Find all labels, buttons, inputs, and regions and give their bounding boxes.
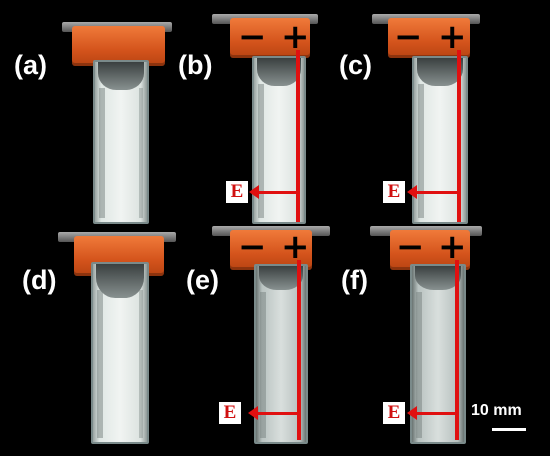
minus-sign: − — [396, 227, 425, 267]
positive-electrode — [455, 260, 459, 440]
panel-label-a: (a) — [14, 50, 47, 80]
cuvette-cap — [72, 26, 165, 66]
positive-electrode — [296, 50, 300, 222]
positive-electrode — [297, 260, 301, 440]
field-label-e: E — [383, 402, 405, 424]
cuvette — [91, 262, 149, 444]
minus-sign: − — [238, 227, 267, 267]
field-label-e: E — [219, 402, 241, 424]
field-arrow — [249, 185, 296, 199]
plus-sign: + — [281, 17, 310, 57]
field-arrow — [407, 406, 455, 420]
scale-bar — [492, 428, 526, 431]
panel-label-f: (f) — [341, 265, 368, 295]
field-label-e: E — [383, 181, 405, 203]
plus-sign: + — [281, 227, 310, 267]
plus-sign: + — [438, 227, 467, 267]
minus-sign: − — [238, 17, 267, 57]
field-arrow — [248, 406, 297, 420]
scale-bar-label: 10 mm — [471, 402, 522, 419]
minus-sign: − — [394, 17, 423, 57]
panel-label-e: (e) — [186, 265, 219, 295]
panel-label-d: (d) — [22, 265, 57, 295]
cuvette — [93, 60, 149, 224]
cuvette-cap — [388, 18, 470, 58]
plus-sign: + — [438, 17, 467, 57]
field-arrow — [407, 185, 457, 199]
field-label-e: E — [226, 181, 248, 203]
panel-label-b: (b) — [178, 50, 213, 80]
positive-electrode — [457, 50, 461, 222]
panel-label-c: (c) — [339, 50, 372, 80]
